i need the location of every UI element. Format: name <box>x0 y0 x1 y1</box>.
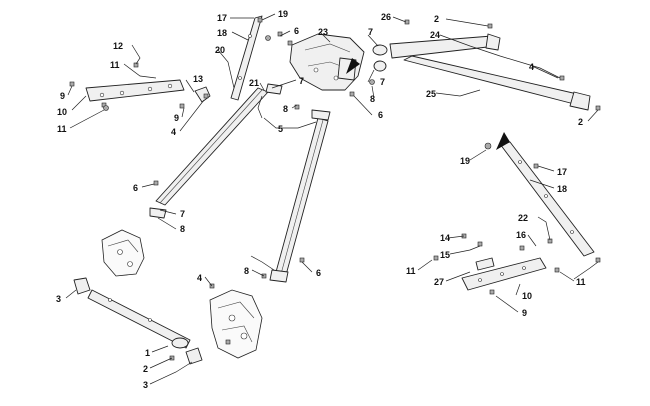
upper-strut <box>230 15 263 101</box>
front-arrow-right-icon <box>496 132 510 150</box>
bushing-upper <box>372 44 388 72</box>
end-cap-left <box>73 277 91 295</box>
callout-7: 7 <box>299 76 304 86</box>
frame-casting-lower <box>209 289 263 359</box>
callout-1: 1 <box>145 348 150 358</box>
upper-right-tube <box>389 33 501 59</box>
callout-21: 21 <box>249 78 259 88</box>
callout-8: 8 <box>244 266 249 276</box>
callout-15: 15 <box>440 250 450 260</box>
callout-12: 12 <box>113 41 123 51</box>
support-tube-left <box>155 87 269 206</box>
callout-5: 5 <box>278 124 283 134</box>
callout-4: 4 <box>197 273 202 283</box>
pad-27 <box>475 257 495 271</box>
callout-2: 2 <box>578 117 583 127</box>
clamp-left-tube <box>149 207 167 219</box>
callout-9: 9 <box>60 91 65 101</box>
callout-4: 4 <box>171 127 176 137</box>
callout-17: 17 <box>557 167 567 177</box>
lower-right-tube <box>403 55 591 111</box>
callout-23: 23 <box>318 27 328 37</box>
clamp-middle-upper <box>311 109 331 121</box>
leader-lines <box>65 13 599 385</box>
callout-6: 6 <box>316 268 321 278</box>
callout-16: 16 <box>516 230 526 240</box>
callout-8: 8 <box>180 224 185 234</box>
callout-8: 8 <box>283 104 288 114</box>
clamp-middle-tube <box>269 269 289 283</box>
support-tube-middle <box>275 117 329 276</box>
callout-25: 25 <box>426 89 436 99</box>
end-cap-mid <box>171 337 189 349</box>
callout-18: 18 <box>217 28 227 38</box>
callout-14: 14 <box>440 233 450 243</box>
right-strut <box>499 141 595 257</box>
callout-11: 11 <box>57 124 67 134</box>
callout-26: 26 <box>381 12 391 22</box>
frame-casting-left <box>101 229 145 277</box>
callout-3: 3 <box>56 294 61 304</box>
upper-left-bracket-bar <box>85 79 185 102</box>
callout-7: 7 <box>180 209 185 219</box>
lower-left-bar <box>87 289 191 349</box>
callout-10: 10 <box>57 107 67 117</box>
callout-6: 6 <box>378 110 383 120</box>
end-cap-lower <box>185 347 203 365</box>
callout-17: 17 <box>217 13 227 23</box>
callout-6: 6 <box>294 26 299 36</box>
callout-22: 22 <box>518 213 528 223</box>
callout-7: 7 <box>368 27 373 37</box>
callout-2: 2 <box>434 14 439 24</box>
steering-column-mount <box>289 33 365 91</box>
callout-19: 19 <box>278 9 288 19</box>
callout-2: 2 <box>143 364 148 374</box>
callout-9: 9 <box>522 308 527 318</box>
callout-11: 11 <box>576 277 586 287</box>
callout-10: 10 <box>522 291 532 301</box>
callout-4: 4 <box>529 62 534 72</box>
callout-labels: 1 2 2 2 3 3 4 4 4 5 6 6 6 6 7 7 7 7 8 8 … <box>56 9 586 390</box>
callout-27: 27 <box>434 277 444 287</box>
callout-9: 9 <box>174 113 179 123</box>
callout-24: 24 <box>430 30 440 40</box>
callout-8: 8 <box>370 94 375 104</box>
callout-20: 20 <box>215 45 225 55</box>
callout-11: 11 <box>110 60 120 70</box>
callout-18: 18 <box>557 184 567 194</box>
callout-13: 13 <box>193 74 203 84</box>
callout-3: 3 <box>143 380 148 390</box>
callout-6: 6 <box>133 183 138 193</box>
front-arrow-upper-icon <box>346 58 360 74</box>
callout-19: 19 <box>460 156 470 166</box>
right-bracket-bar <box>461 257 547 291</box>
callout-7: 7 <box>380 77 385 87</box>
clamp-upper-tube <box>265 83 283 95</box>
callout-11: 11 <box>406 266 416 276</box>
